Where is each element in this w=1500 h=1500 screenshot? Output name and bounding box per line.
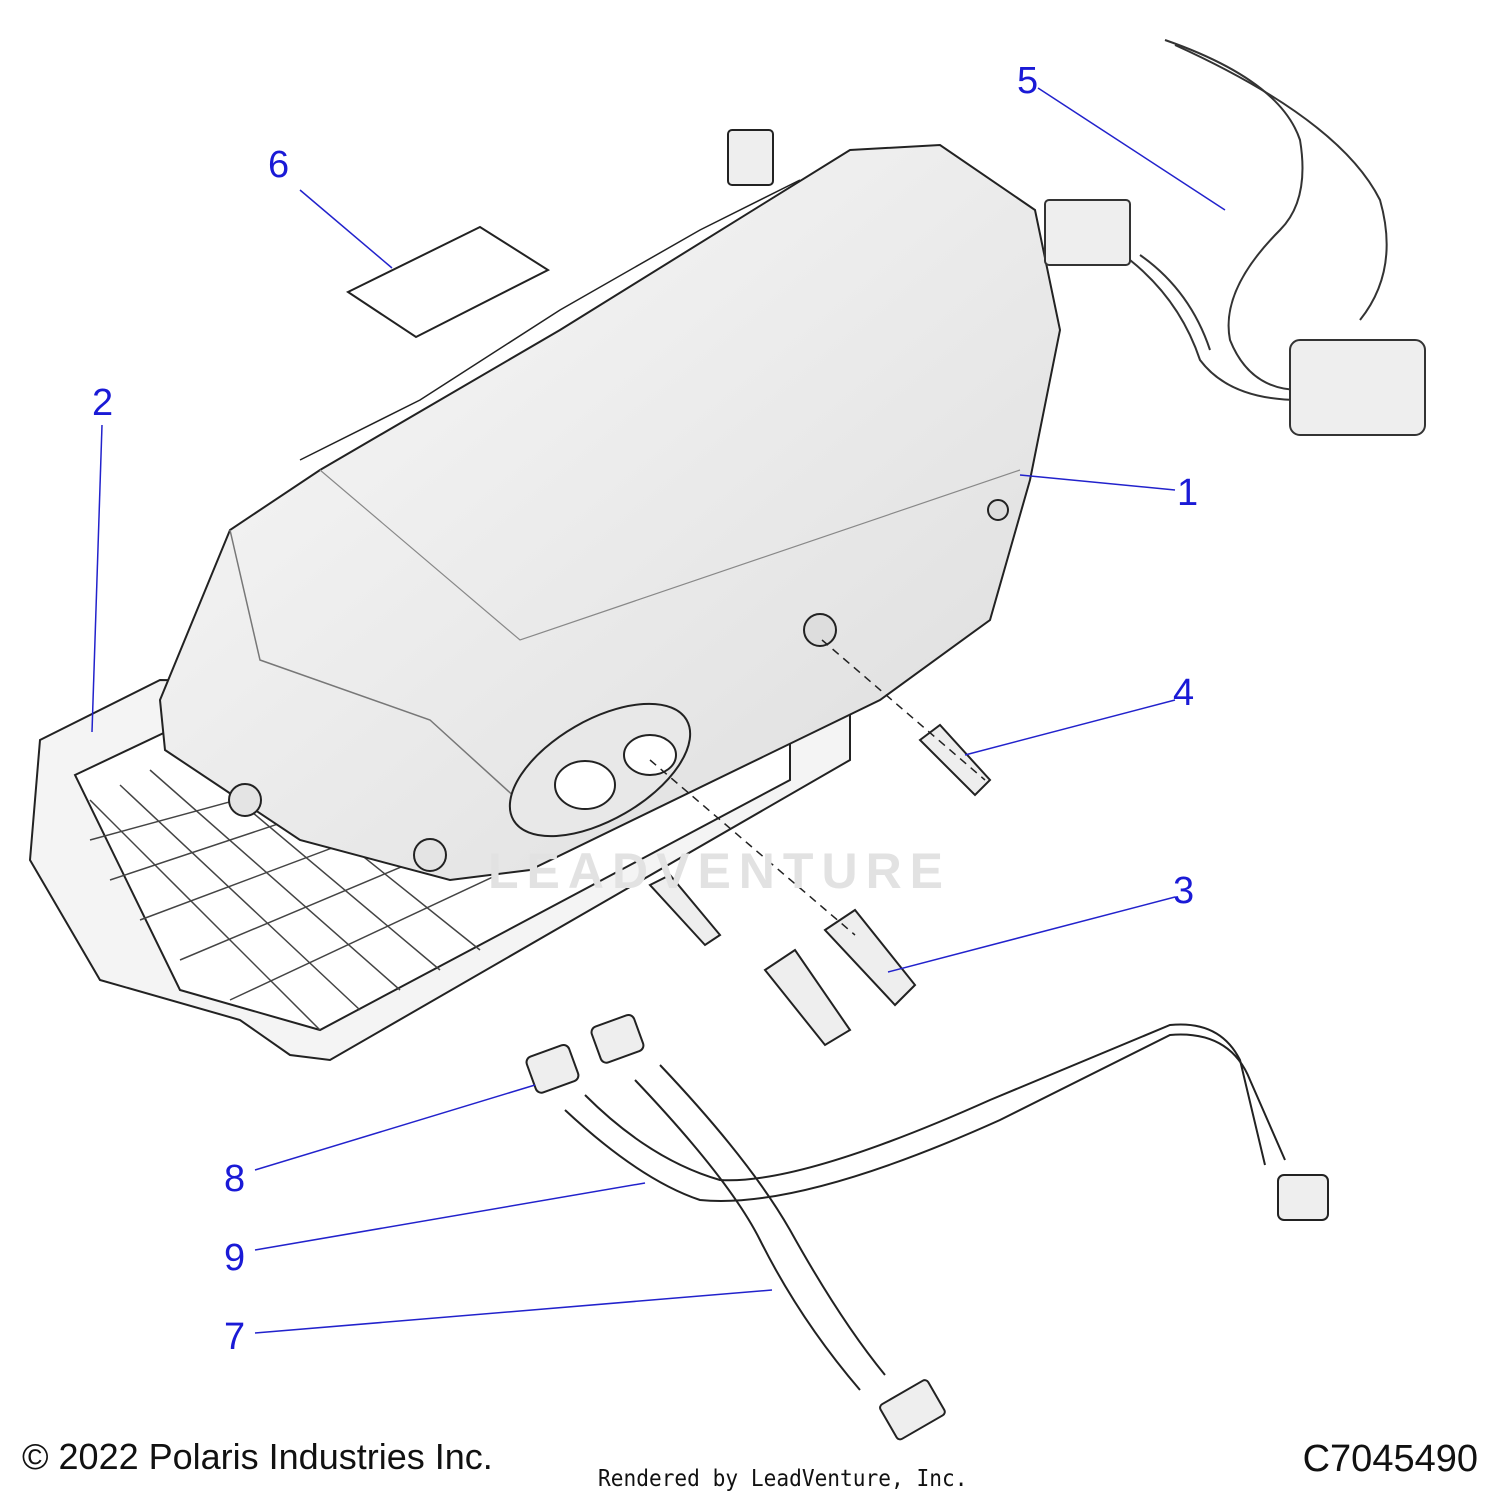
hose-parts [564,1023,1286,1391]
diagram-code: C7045490 [1302,1438,1478,1480]
wire-harness-part [1044,39,1426,436]
copyright-text: © 2022 Polaris Industries Inc. [22,1436,493,1477]
pin-parts [648,723,992,947]
callout-2: 2 [92,382,114,424]
callout-4: 4 [1173,672,1195,714]
callout-9: 9 [224,1237,246,1279]
callout-3: 3 [1173,870,1195,912]
callout-5: 5 [1017,60,1039,102]
clamp-parts [525,1013,1329,1441]
tank-top-connector [299,129,801,461]
callout-8: 8 [224,1158,246,1200]
callout-7: 7 [224,1316,246,1358]
callout-6: 6 [268,144,290,186]
fitting-parts [763,908,917,1047]
rendered-by-text: Rendered by LeadVenture, Inc. [598,1466,968,1492]
label-part [345,225,551,339]
watermark-text: LEADVENTURE [488,843,952,899]
fuel-tank-part [158,143,1062,882]
leader-lines [91,87,1226,1334]
callout-1: 1 [1177,472,1199,514]
